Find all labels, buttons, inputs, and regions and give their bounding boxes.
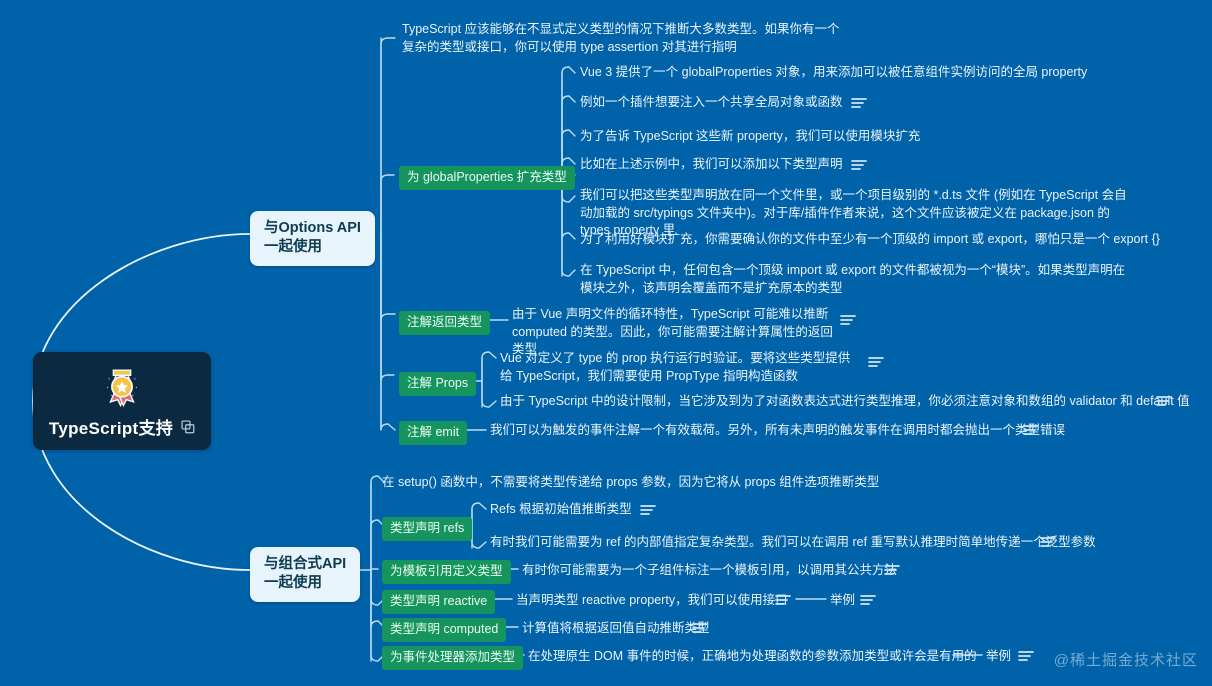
node-global-properties-2-row[interactable]: 例如一个插件想要注入一个共享全局对象或函数 <box>580 94 867 112</box>
center-node-title: TypeScript支持 <box>48 419 174 438</box>
node-tag-annotate-return-type[interactable]: 注解返回类型 <box>399 311 491 335</box>
branch-options-line1: 与Options API <box>264 220 361 236</box>
center-node-title-row: TypeScript支持 <box>49 414 195 439</box>
node-reactive-desc[interactable]: 当声明类型 reactive property，我们可以使用接口 <box>516 593 788 607</box>
node-refs-1-row[interactable]: Refs 根据初始值推断类型 <box>490 501 656 519</box>
node-annotate-props-2[interactable]: 由于 TypeScript 中的设计限制，当它涉及到为了对函数表达式进行类型推理… <box>500 394 1190 408</box>
node-global-properties-5[interactable]: 我们可以把这些类型声明放在同一个文件里，或一个项目级别的 *.d.ts 文件 (… <box>580 188 1127 237</box>
branch-options-line2: 一起使用 <box>264 239 322 255</box>
note-icon[interactable] <box>860 594 876 606</box>
node-template-ref-desc[interactable]: 有时你可能需要为一个子组件标注一个模板引用，以调用其公共方法 <box>522 563 898 577</box>
node-tag-typing-computed[interactable]: 类型声明 computed <box>382 618 507 642</box>
node-global-properties-7[interactable]: 在 TypeScript 中，任何包含一个顶级 import 或 export … <box>580 263 1126 295</box>
copy-icon[interactable] <box>181 419 195 434</box>
note-icon[interactable] <box>1156 395 1172 407</box>
node-reactive-example[interactable]: 举例 <box>830 593 856 607</box>
note-icon[interactable] <box>639 504 656 516</box>
node-annotate-emit-desc[interactable]: 我们可以为触发的事件注解一个有效载荷。另外，所有未声明的触发事件在调用时都会抛出… <box>490 423 1066 437</box>
node-tag-typing-refs[interactable]: 类型声明 refs <box>382 517 473 541</box>
node-global-properties-4: 比如在上述示例中，我们可以添加以下类型声明 <box>580 157 843 171</box>
note-icon[interactable] <box>692 622 708 634</box>
medal-icon <box>107 369 137 408</box>
node-tag-template-ref-type[interactable]: 为模板引用定义类型 <box>382 560 511 584</box>
note-icon[interactable] <box>1040 536 1056 548</box>
node-global-properties-3[interactable]: 为了告诉 TypeScript 这些新 property，我们可以使用模块扩充 <box>580 129 921 143</box>
node-setup-props-inference[interactable]: 在 setup() 函数中，不需要将类型传递给 props 参数，因为它将从 p… <box>382 475 880 489</box>
node-refs-1: Refs 根据初始值推断类型 <box>490 502 632 516</box>
note-icon[interactable] <box>850 97 867 109</box>
node-global-properties-6[interactable]: 为了利用好模块扩充，你需要确认你的文件中至少有一个顶级的 import 或 ex… <box>580 232 1160 246</box>
center-node[interactable]: TypeScript支持 <box>33 352 211 450</box>
note-icon[interactable] <box>850 159 867 171</box>
note-icon[interactable] <box>868 356 884 368</box>
branch-node-options-api[interactable]: 与Options API 一起使用 <box>250 211 375 266</box>
watermark: @稀土掘金技术社区 <box>1053 652 1198 669</box>
note-icon[interactable] <box>1023 424 1039 436</box>
node-refs-2[interactable]: 有时我们可能需要为 ref 的内部值指定复杂类型。我们可以在调用 ref 重写默… <box>490 535 1096 549</box>
node-tag-annotate-props[interactable]: 注解 Props <box>399 372 477 396</box>
note-icon[interactable] <box>1018 650 1034 662</box>
node-tag-typing-reactive[interactable]: 类型声明 reactive <box>382 590 496 614</box>
note-icon[interactable] <box>884 564 900 576</box>
node-event-handler-desc[interactable]: 在处理原生 DOM 事件的时候，正确地为处理函数的参数添加类型或许会是有用的 <box>528 649 977 663</box>
node-global-properties-2: 例如一个插件想要注入一个共享全局对象或函数 <box>580 95 843 109</box>
node-annotate-return-type-desc[interactable]: 由于 Vue 声明文件的循环特性，TypeScript 可能难以推断 compu… <box>512 307 833 356</box>
node-global-properties-4-row[interactable]: 比如在上述示例中，我们可以添加以下类型声明 <box>580 156 867 174</box>
node-tag-event-handler-typing[interactable]: 为事件处理器添加类型 <box>382 646 524 670</box>
branch-composition-line2: 一起使用 <box>264 575 322 591</box>
branch-node-composition-api[interactable]: 与组合式API 一起使用 <box>250 547 361 602</box>
note-icon[interactable] <box>775 594 791 606</box>
node-tag-global-properties[interactable]: 为 globalProperties 扩充类型 <box>399 166 575 190</box>
node-event-handler-example[interactable]: 举例 <box>986 649 1012 663</box>
node-global-properties-1[interactable]: Vue 3 提供了一个 globalProperties 对象，用来添加可以被任… <box>580 65 1088 79</box>
branch-composition-line1: 与组合式API <box>264 556 347 572</box>
node-tag-annotate-emit[interactable]: 注解 emit <box>399 421 468 445</box>
node-type-inference[interactable]: TypeScript 应该能够在不显式定义类型的情况下推断大多数类型。如果你有一… <box>402 22 840 54</box>
node-computed-desc[interactable]: 计算值将根据返回值自动推断类型 <box>522 621 710 635</box>
note-icon[interactable] <box>840 314 856 326</box>
node-annotate-props-1[interactable]: Vue 对定义了 type 的 prop 执行运行时验证。要将这些类型提供给 T… <box>500 351 851 383</box>
